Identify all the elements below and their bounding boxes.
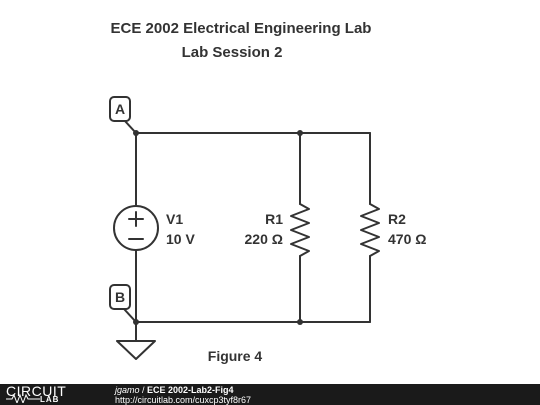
node-b-tag	[109, 284, 131, 310]
circuit-schematic: ECE 2002 Electrical Engineering Lab Lab …	[109, 20, 426, 364]
r1-value-label: 220 Ω	[245, 231, 283, 247]
r2-name-label: R2	[388, 211, 406, 227]
r1-name-label: R1	[265, 211, 283, 227]
footer-bar: CIRCUIT LAB jgamo / ECE 2002-Lab2-Fig4 h…	[0, 383, 540, 405]
circuitlab-logo[interactable]: CIRCUIT LAB	[6, 383, 96, 405]
r2-resistor-symbol	[360, 203, 380, 257]
logo-resistor-icon	[6, 393, 40, 403]
footer-info: jgamo / ECE 2002-Lab2-Fig4 http://circui…	[115, 385, 251, 405]
logo-wordmark-top: CIRCUIT	[6, 383, 67, 399]
node-a-tag	[109, 96, 131, 122]
ground-symbol	[116, 340, 156, 360]
figure-caption: Figure 4	[208, 348, 263, 364]
title-line-1: ECE 2002 Electrical Engineering Lab	[111, 20, 372, 37]
author-link[interactable]: jgamo	[115, 385, 140, 395]
node-a-label: A	[115, 101, 125, 117]
junction-dot	[133, 319, 139, 325]
junction-dot	[133, 130, 139, 136]
junction-dot	[297, 130, 303, 136]
r2-value-label: 470 Ω	[388, 231, 426, 247]
path-separator: /	[139, 385, 148, 395]
logo-wordmark-bottom: LAB	[40, 395, 60, 404]
r1-resistor-symbol	[290, 203, 310, 257]
title-line-2: Lab Session 2	[182, 44, 283, 61]
project-url[interactable]: http://circuitlab.com/cuxcp3tyf8r67	[115, 395, 252, 405]
junction-dot	[297, 319, 303, 325]
v1-name-label: V1	[166, 211, 183, 227]
v1-value-label: 10 V	[166, 231, 195, 247]
node-b-label: B	[115, 289, 125, 305]
project-name[interactable]: ECE 2002-Lab2-Fig4	[147, 385, 234, 395]
